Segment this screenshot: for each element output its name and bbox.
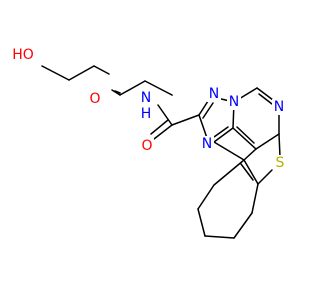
bond — [114, 90, 121, 94]
bond — [68, 65, 95, 81]
bond — [119, 80, 146, 96]
ring-nitrogen-top-label: N — [229, 94, 239, 110]
structure-drawing: HO O N H O N N N N S — [11, 47, 287, 239]
bond — [233, 212, 253, 239]
bond — [213, 141, 245, 161]
bond — [256, 87, 274, 101]
bond — [144, 80, 173, 96]
bond — [213, 126, 229, 138]
amide-hydrogen-label: H — [141, 106, 152, 122]
thiophene-sulfur-label: S — [276, 155, 285, 171]
ether-oxygen-label: O — [89, 91, 100, 107]
ring-nitrogen-right-label: N — [274, 99, 284, 115]
bond — [243, 159, 259, 185]
bond — [111, 89, 121, 96]
bond — [278, 133, 281, 158]
bond — [197, 208, 206, 237]
triazole-nitrogen-top-label: N — [209, 86, 219, 102]
bond — [202, 102, 214, 119]
molecule-canvas: HO O N H O N N N N S — [11, 47, 287, 239]
bond — [197, 184, 215, 210]
bond — [255, 133, 280, 150]
bond — [171, 114, 200, 126]
bond — [243, 148, 257, 161]
bond — [257, 169, 273, 185]
bond — [213, 127, 234, 143]
bond — [157, 104, 173, 126]
hydroxyl-label: HO — [12, 47, 34, 63]
bond — [198, 114, 208, 139]
bond — [240, 163, 254, 181]
bond — [258, 93, 273, 105]
bond — [93, 65, 110, 75]
atom-layer: HO O N H O N N N N S — [11, 47, 287, 171]
bond — [232, 127, 257, 150]
bond-layer — [41, 65, 281, 239]
triazole-nitrogen-bottom-label: N — [202, 136, 212, 152]
bond — [213, 159, 245, 186]
amide-nitrogen-label: N — [141, 90, 151, 106]
bond — [153, 124, 173, 140]
bond — [251, 183, 259, 214]
bond — [150, 119, 169, 135]
bond — [41, 65, 70, 81]
bond — [204, 235, 235, 239]
carbonyl-oxygen-label: O — [141, 138, 152, 154]
bond — [236, 126, 255, 144]
